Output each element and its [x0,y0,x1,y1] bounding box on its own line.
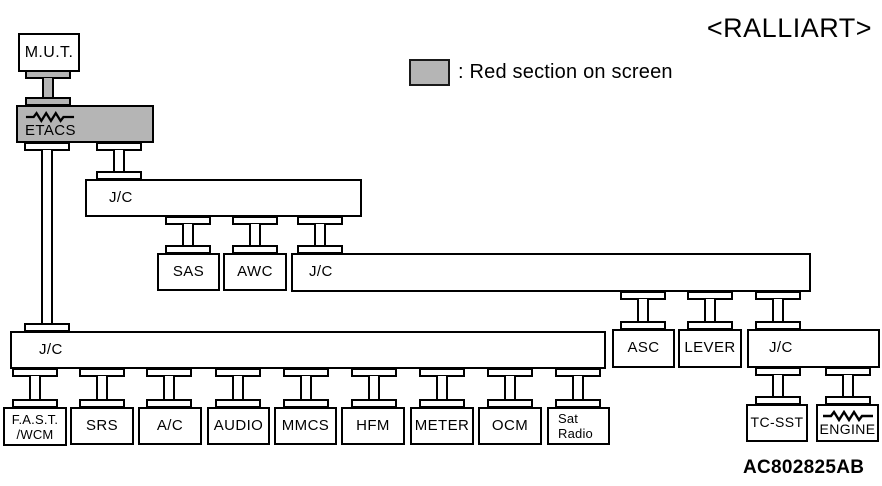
node-label: METER [414,416,470,434]
node-lever: LEVER [678,329,742,368]
node-label: HFM [356,416,390,434]
node-label: TC-SST [750,414,804,431]
node-label-line1: F.A.S.T. [11,411,59,427]
twisted-pair-line [300,376,312,400]
twisted-pair-line [42,78,54,98]
node-label-line2: /WCM [16,426,54,442]
node-hfm: HFM [341,407,405,445]
twisted-pair-line [249,224,261,246]
node-label: MMCS [281,416,330,434]
node-label: SAS [172,262,205,280]
twisted-pair-line [842,375,854,397]
node-tc-sst: TC-SST [746,404,808,442]
legend-label: : Red section on screen [458,61,673,83]
node-label: ETACS [25,122,76,140]
node-label-line2: Radio [558,426,593,441]
twisted-pair-line [436,376,448,400]
node-label: OCM [491,416,529,434]
node-audio: AUDIO [207,407,270,445]
node-jc3: J/C [10,331,606,369]
twisted-pair-line [29,376,41,400]
twisted-pair-line [504,376,516,400]
node-label: LEVER [684,339,736,357]
node-meter: METER [410,407,474,445]
node-mmcs: MMCS [274,407,337,445]
twisted-pair-line [232,376,244,400]
node-jc2: J/C [291,253,811,292]
node-srs: SRS [70,407,134,445]
node-label: AWC [237,262,273,280]
twisted-pair-line [572,376,584,400]
terminating-resistor-icon [25,111,75,124]
node-etacs: ETACS [16,105,154,143]
figure-code: AC802825AB [743,457,865,478]
node-label: A/C [156,416,184,434]
node-ac: A/C [138,407,202,445]
node-label: J/C [769,339,793,357]
terminating-resistor-icon [822,410,873,423]
node-label: J/C [109,188,133,206]
twisted-pair-line [41,150,53,324]
twisted-pair-line [314,224,326,246]
node-jc1: J/C [85,179,362,217]
node-sat-radio: Sat Radio [547,407,610,445]
node-asc: ASC [612,329,675,368]
twisted-pair-line [772,299,784,322]
node-sas: SAS [157,253,220,291]
twisted-pair-line [704,299,716,322]
node-label-line1: Sat [558,411,579,426]
node-jc4: J/C [747,329,880,368]
twisted-pair-line [772,375,784,397]
twisted-pair-line [113,150,125,172]
node-label: J/C [309,263,333,281]
node-engine: ENGINE [816,404,879,442]
twisted-pair-line [182,224,194,246]
node-mut: M.U.T. [18,33,80,72]
node-fast-wcm: F.A.S.T. /WCM [3,407,67,446]
twisted-pair-line [637,299,649,322]
node-label: AUDIO [213,416,264,434]
node-label: J/C [39,340,63,358]
node-label: ENGINE [819,421,876,438]
node-awc: AWC [223,253,287,291]
twisted-pair-line [163,376,175,400]
twisted-pair-line [96,376,108,400]
node-ocm: OCM [478,407,542,445]
node-label: SRS [85,416,119,434]
variant-label: <RALLIART> [706,13,872,43]
node-label: ASC [627,339,660,357]
node-label: M.U.T. [24,43,74,61]
legend-swatch [409,59,450,86]
twisted-pair-line [368,376,380,400]
